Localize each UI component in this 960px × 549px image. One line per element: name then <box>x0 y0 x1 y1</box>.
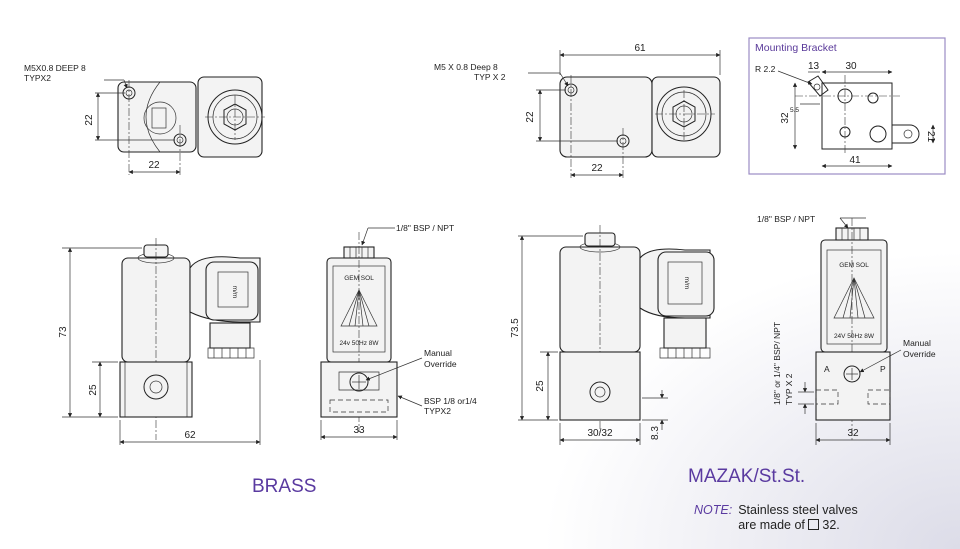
mazak-front-side-line2: TYP X 2 <box>784 373 794 405</box>
brass-side-height-dim: 73 <box>58 326 69 338</box>
bracket-dim-13: 13 <box>808 61 820 72</box>
brass-front-manual-line1: Manual <box>424 348 452 358</box>
top-left-width-dim: 22 <box>148 160 160 171</box>
brass-side-width-dim: 62 <box>184 430 196 441</box>
mazak-front-port-label: 1/8" BSP / NPT <box>757 214 815 224</box>
svg-text:m/m: m/m <box>683 277 690 290</box>
mazak-front-rating: 24V 50Hz 8W <box>834 333 875 340</box>
bracket-dim-32: 32 <box>780 112 791 124</box>
note-line-1: Stainless steel valves <box>738 503 858 517</box>
brass-front-bsp-line1: BSP 1/8 or1/4 <box>424 396 477 406</box>
bracket-radius-label: R 2.2 <box>755 64 776 74</box>
mazak-label: MAZAK/St.St. <box>688 466 806 487</box>
top-mid-height-dim: 22 <box>525 111 536 123</box>
bracket-dim-21: 21 <box>925 131 936 143</box>
top-mid-width-dim: 22 <box>591 163 603 174</box>
svg-text:m/m: m/m <box>231 286 238 299</box>
brass-front-view: GEM SOL 24v 50Hz 8W 1/8" BSP / NPT Manua… <box>320 223 477 440</box>
bracket-dim-30: 30 <box>845 61 857 72</box>
top-mid-callout-line2: TYP X 2 <box>474 72 506 82</box>
bracket-title: Mounting Bracket <box>755 42 837 54</box>
mazak-front-port-a: A <box>824 364 830 374</box>
top-left-height-dim: 22 <box>84 114 95 126</box>
brass-front-rating: 24v 50Hz 8W <box>339 340 379 347</box>
brass-side-view: m/m 73 25 62 <box>58 238 261 445</box>
mazak-front-manual-line2: Override <box>903 349 936 359</box>
note-line-2-value: 32. <box>822 518 840 532</box>
top-left-callout-line2: TYPX2 <box>24 73 51 83</box>
mazak-side-height-dim: 73.5 <box>510 318 521 338</box>
note-label: NOTE: <box>694 503 733 517</box>
mazak-front-view: GEM SOL 24V 50Hz 8W A P 1/8" BSP / NPT M… <box>757 214 936 445</box>
note-block: NOTE: Stainless steel valves are made of… <box>694 503 858 533</box>
mazak-side-base-dim: 25 <box>535 380 546 392</box>
square-icon <box>808 519 820 530</box>
top-mid-callout-line1: M5 X 0.8 Deep 8 <box>434 62 498 72</box>
top-left-callout-line1: M5X0.8 DEEP 8 <box>24 63 86 73</box>
mazak-side-view: m/m 73.5 25 30/32 8.3 <box>510 225 715 445</box>
brass-front-manual-line2: Override <box>424 359 457 369</box>
brass-front-port-label: 1/8" BSP / NPT <box>396 223 454 233</box>
brass-front-bsp-line2: TYPX2 <box>424 406 451 416</box>
mazak-front-manual-line1: Manual <box>903 338 931 348</box>
mazak-front-side-line1: 1/8" or 1/4" BSP/ NPT <box>772 322 782 405</box>
top-mid-length-dim: 61 <box>634 43 646 54</box>
brass-label: BRASS <box>252 476 317 497</box>
top-left-view: 22 22 M5X0.8 DEEP 8 TYPX2 <box>24 63 265 175</box>
brass-side-base-dim: 25 <box>88 384 99 396</box>
mazak-front-width-dim: 32 <box>847 428 859 439</box>
brass-front-width-dim: 33 <box>353 425 365 436</box>
mazak-side-offset-dim: 8.3 <box>650 426 661 440</box>
mazak-front-brand: GEM SOL <box>839 262 869 269</box>
note-line-2-prefix: are made of <box>738 518 805 532</box>
mazak-front-port-p: P <box>880 364 886 374</box>
top-mid-view: 61 22 22 M5 X 0.8 Deep 8 TYP X 2 <box>434 43 721 178</box>
mounting-bracket-panel: Mounting Bracket 30 13 R 2.2 5.5 32 21 4… <box>748 37 946 175</box>
mazak-side-width-dim: 30/32 <box>587 428 612 439</box>
bracket-dim-41: 41 <box>849 155 861 166</box>
